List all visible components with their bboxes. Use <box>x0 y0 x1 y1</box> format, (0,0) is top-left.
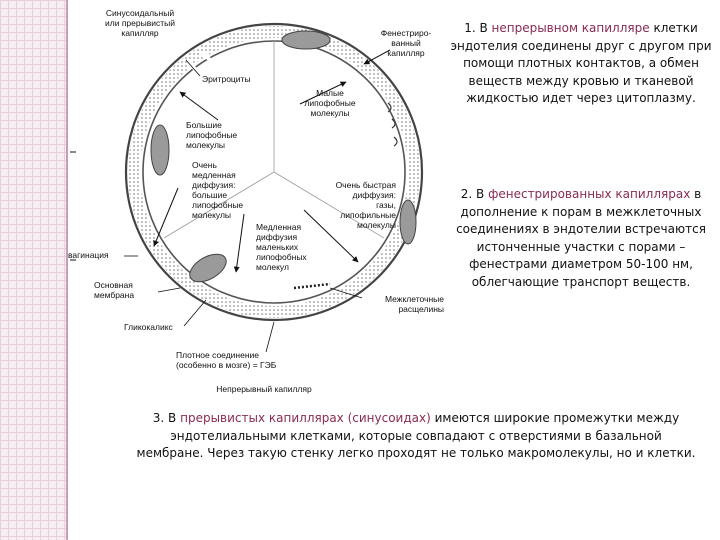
arrow-very-slow <box>154 188 178 246</box>
p2-rest: в дополнение к порам в межклеточных соед… <box>456 187 706 289</box>
p3-prefix: 3. В <box>153 411 180 425</box>
left-ticks <box>70 152 76 260</box>
p2-prefix: 2. В <box>461 187 488 201</box>
label-very-slow-diffusion: Очень медленная диффузия: большие липофо… <box>192 160 282 220</box>
label-basement-membrane: Основная мембрана <box>94 280 164 300</box>
paragraph-continuous-capillary: 1. В непрерывном капилляре клетки эндоте… <box>449 20 713 108</box>
label-sinusoidal-capillary: Синусоидальный или прерывистый капилляр <box>84 8 196 38</box>
label-large-lipophobic-molecules: Большие липофобные молекулы <box>186 120 266 150</box>
p1-highlight: непрерывном капилляре <box>492 21 650 35</box>
endothelial-nucleus-right <box>400 200 416 244</box>
leader-tight-junction <box>266 322 274 352</box>
arrow-large-lipophobic <box>180 92 218 120</box>
arrow-slow <box>236 214 244 272</box>
label-glycocalyx: Гликокаликс <box>124 322 194 332</box>
p3-highlight: прерывистых капиллярах (синусоидах) <box>180 411 431 425</box>
label-invagination: вагинация <box>68 250 128 260</box>
label-small-lipophobic-molecules: Малые липофобные молекулы <box>290 88 370 118</box>
label-continuous-capillary: Непрерывный капилляр <box>164 384 364 394</box>
label-tight-junction: Плотное соединение (особенно в мозге) = … <box>176 350 326 370</box>
label-slow-diffusion: Медленная диффузия маленьких липофобных … <box>256 222 352 272</box>
label-intercellular-clefts: Межклеточные расщелины <box>362 294 444 314</box>
p2-highlight: фенестрированных капиллярах <box>488 187 690 201</box>
intercellular-cleft <box>294 284 330 288</box>
label-erythrocytes: Эритроциты <box>202 74 282 84</box>
paragraph-fenestrated-capillary: 2. В фенестрированных капиллярах в допол… <box>449 186 713 291</box>
decorative-left-strip <box>0 0 66 540</box>
paragraph-sinusoid-capillary: 3. В прерывистых капиллярах (синусоидах)… <box>136 410 696 463</box>
label-fenestrated-capillary: Фенестриро- ванный капилляр <box>374 28 438 58</box>
capillary-diagram: Синусоидальный или прерывистый капилляр … <box>68 0 450 408</box>
endothelial-nucleus-left <box>151 125 169 175</box>
endothelial-nucleus-top <box>282 31 330 49</box>
p1-prefix: 1. В <box>464 21 491 35</box>
